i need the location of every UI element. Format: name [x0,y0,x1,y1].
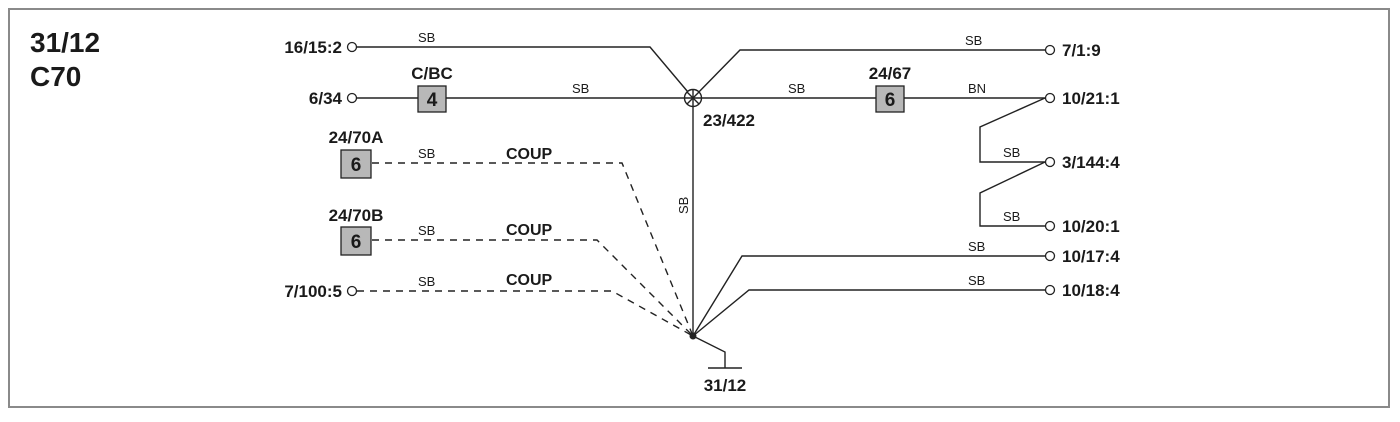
wire-color-label: SB [418,274,435,289]
connector-10-20-1-label: 10/20:1 [1062,217,1120,236]
wire-color-label: SB [788,81,805,96]
wire-10-18-4 [692,289,1045,337]
junction-label: 23/422 [703,111,755,130]
terminal-10-20-1 [1044,220,1056,232]
wire-color-label: SB [968,239,985,254]
wire-color-label: SB [572,81,589,96]
wire-color-label: SB [1003,209,1020,224]
wire-24-70a-dashed [372,162,694,337]
title-model: C70 [30,61,82,92]
wire-7-1-9 [692,49,1045,99]
terminal-10-18-4 [1044,284,1056,296]
wire-10-17-4 [692,255,1045,337]
wire-16-15-2 [357,46,694,99]
ground-label: 31/12 [704,376,747,395]
terminal-10-17-4 [1044,250,1056,262]
component-cbc-box [417,85,447,113]
coupling-label: COUP [506,146,553,163]
wire-bridge-10-20-1 [979,161,1046,227]
component-24-67-label: 24/67 [869,64,912,83]
terminal-7-1-9 [1044,44,1056,56]
wire-color-label-vertical: SB [676,197,691,214]
title-code: 31/12 [30,27,101,58]
connector-16-15-2-label: 16/15:2 [284,38,342,57]
connector-3-144-4-label: 3/144:4 [1062,153,1120,172]
component-24-70a-label: 24/70A [329,128,384,147]
wire-7-100-5-dashed [357,290,694,337]
terminal-7-100-5 [346,285,358,297]
component-24-70a-box [340,149,372,179]
connector-6-34-label: 6/34 [309,89,343,108]
terminal-3-144-4 [1044,156,1056,168]
connector-7-1-9-label: 7/1:9 [1062,41,1101,60]
wire-ground-lead [692,335,726,368]
component-24-70b-number: 6 [351,232,362,253]
wire-color-label: BN [968,81,986,96]
component-24-70b-box [340,226,372,256]
component-24-70a-number: 6 [351,155,362,176]
coupling-label: COUP [506,222,553,239]
junction-23-422 [683,88,703,108]
wire-color-label: SB [418,30,435,45]
terminal-10-21-1 [1044,92,1056,104]
component-24-67-number: 6 [885,90,896,111]
connector-10-17-4-label: 10/17:4 [1062,247,1120,266]
wire-color-label: SB [418,146,435,161]
component-cbc-label: C/BC [411,64,453,83]
wire-color-label: SB [1003,145,1020,160]
diagram-title: 31/12 C70 [30,26,100,94]
diagram-frame [8,8,1390,408]
component-24-70b-label: 24/70B [329,206,384,225]
wire-color-label: SB [968,273,985,288]
terminal-16-15-2 [346,41,358,53]
component-cbc-number: 4 [427,90,438,111]
coupling-label: COUP [506,272,553,289]
connector-10-18-4-label: 10/18:4 [1062,281,1120,300]
component-24-67-box [875,85,905,113]
wire-24-70b-dashed [372,239,694,337]
wire-color-label: SB [418,223,435,238]
wire-bridge-3-144-4 [979,97,1046,163]
connector-7-100-5-label: 7/100:5 [284,282,342,301]
wire-color-label: SB [965,33,982,48]
connector-10-21-1-label: 10/21:1 [1062,89,1120,108]
ground-splice-point [689,332,697,340]
terminal-6-34 [346,92,358,104]
